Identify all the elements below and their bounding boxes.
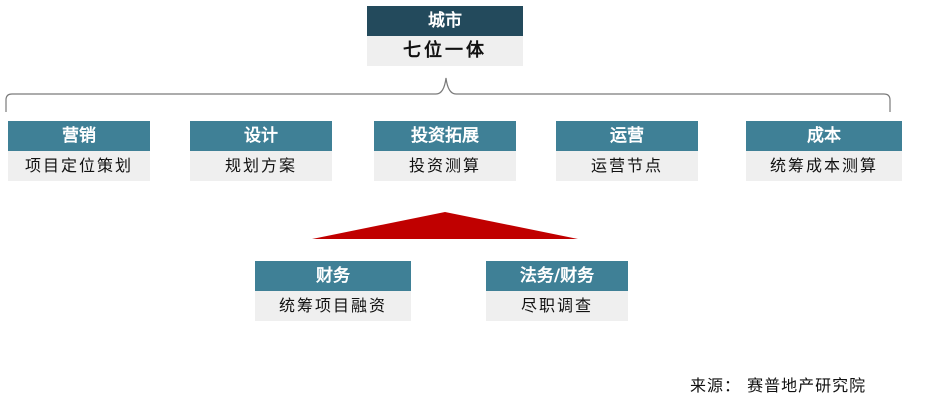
node-finance-title: 财务	[255, 261, 411, 291]
node-city-subtitle: 七位一体	[367, 36, 523, 66]
node-marketing: 营销 项目定位策划	[8, 121, 150, 181]
node-cost-title: 成本	[746, 121, 902, 151]
node-operations-title: 运营	[556, 121, 698, 151]
source-note: 来源： 赛普地产研究院	[690, 376, 867, 395]
bracket-brace	[5, 77, 891, 112]
node-investment-title: 投资拓展	[374, 121, 516, 151]
node-investment-desc: 投资测算	[374, 151, 516, 181]
node-investment: 投资拓展 投资测算	[374, 121, 516, 181]
node-marketing-desc: 项目定位策划	[8, 151, 150, 181]
node-city-title: 城市	[367, 6, 523, 36]
node-city: 城市 七位一体	[367, 6, 523, 66]
node-finance-desc: 统筹项目融资	[255, 291, 411, 321]
node-design: 设计 规划方案	[190, 121, 332, 181]
node-legal-finance-desc: 尽职调查	[486, 291, 628, 321]
node-finance: 财务 统筹项目融资	[255, 261, 411, 321]
node-operations: 运营 运营节点	[556, 121, 698, 181]
node-cost-desc: 统筹成本测算	[746, 151, 902, 181]
node-legal-finance-title: 法务/财务	[486, 261, 628, 291]
node-legal-finance: 法务/财务 尽职调查	[486, 261, 628, 321]
node-cost: 成本 统筹成本测算	[746, 121, 902, 181]
red-triangle-arrow	[312, 212, 578, 239]
node-design-desc: 规划方案	[190, 151, 332, 181]
node-operations-desc: 运营节点	[556, 151, 698, 181]
node-design-title: 设计	[190, 121, 332, 151]
node-marketing-title: 营销	[8, 121, 150, 151]
